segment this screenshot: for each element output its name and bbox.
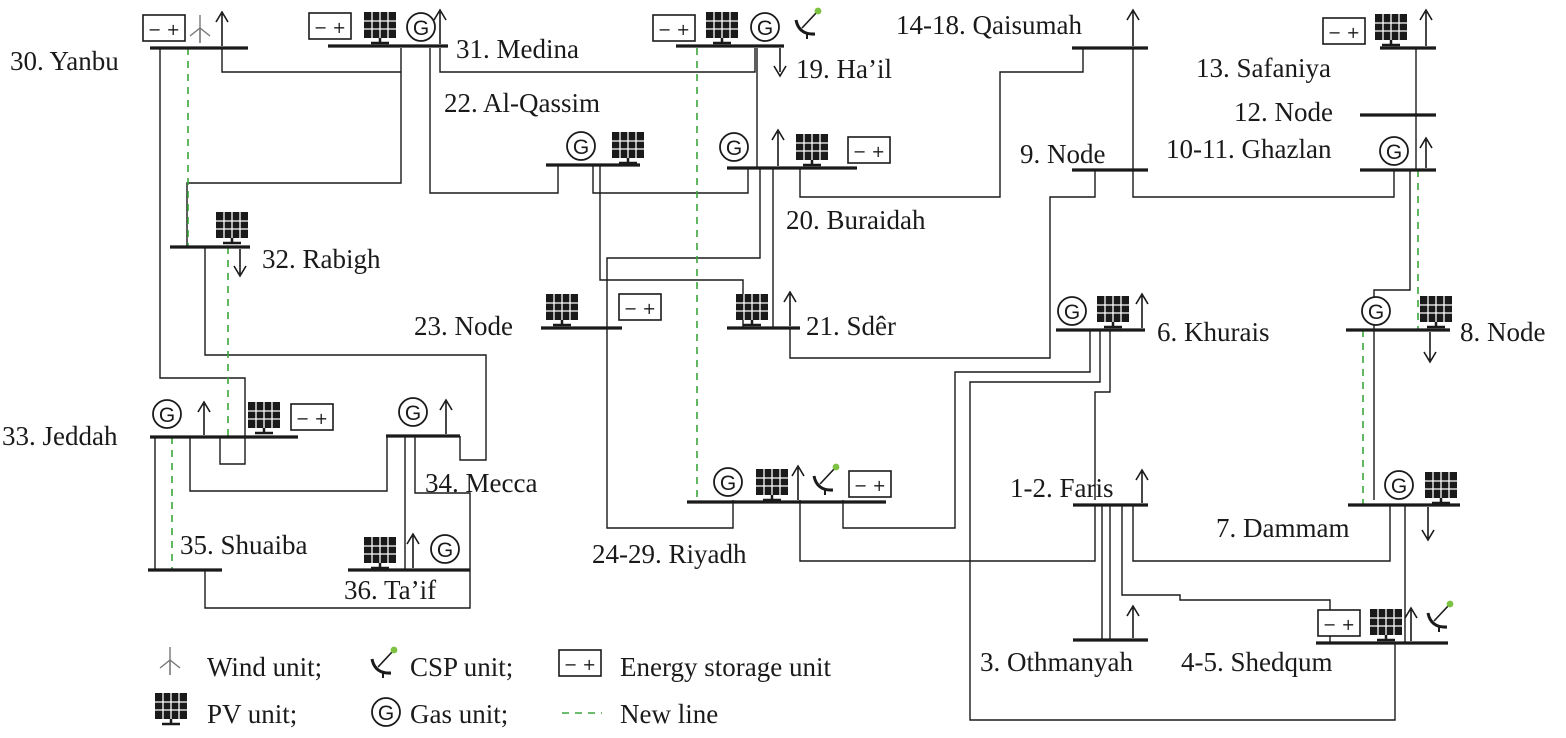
- pv-icon: [362, 10, 398, 45]
- bus-label-node-12: 12. Node: [1234, 97, 1333, 127]
- gas-icon: G: [405, 402, 421, 425]
- storage-icon: − +: [1328, 23, 1360, 42]
- bus-label-dammam: 7. Dammam: [1216, 513, 1349, 543]
- legend-csp-label: CSP unit;: [410, 652, 513, 682]
- gas-icon: G: [573, 136, 589, 159]
- pv-icon: [610, 130, 646, 165]
- bus-label-jeddah: 33. Jeddah: [2, 421, 118, 451]
- pv-icon: [1368, 607, 1404, 642]
- legend-pv-label: PV unit;: [207, 699, 297, 729]
- wind-icon: [189, 14, 211, 44]
- bus-label-othmanyah: 3. Othmanyah: [980, 647, 1133, 677]
- storage-icon: − +: [1323, 615, 1355, 634]
- pv-icon: [704, 10, 740, 45]
- pv-icon: [544, 292, 580, 327]
- gas-icon: G: [437, 539, 453, 562]
- pv-icon: [1095, 294, 1131, 329]
- bus-label-hail: 19. Ha’il: [796, 54, 892, 84]
- new-lines: [171, 48, 1419, 570]
- pv-icon: [1418, 294, 1454, 329]
- bus-label-ghazlan: 10-11. Ghazlan: [1166, 134, 1332, 164]
- bus-bars: [148, 44, 1460, 645]
- storage-icon: − +: [624, 299, 656, 318]
- bus-label-rabigh: 32. Rabigh: [262, 244, 381, 274]
- generation-units: − + − + G − + G G G − + − + − + G G G: [142, 6, 1459, 642]
- csp-icon: [794, 6, 823, 41]
- bus-label-qaisumah: 14-18. Qaisumah: [896, 10, 1082, 40]
- gas-icon: G: [1386, 141, 1402, 164]
- bus-label-sder: 21. Sdêr: [806, 311, 896, 341]
- pv-icon: [362, 535, 398, 570]
- bus-label-faris: 1-2. Faris: [1010, 473, 1114, 503]
- storage-icon: − +: [314, 18, 346, 37]
- bus-label-node-9: 9. Node: [1020, 139, 1105, 169]
- bus-label-medina: 31. Medina: [456, 34, 579, 64]
- bus-label-node-8: 8. Node: [1460, 317, 1545, 347]
- bus-label-al-qassim: 22. Al-Qassim: [444, 88, 600, 118]
- bus-label-yanbu: 30. Yanbu: [10, 46, 119, 76]
- bus-label-taif: 36. Ta’if: [344, 575, 436, 605]
- wind-icon: [159, 646, 181, 676]
- storage-icon: − +: [853, 142, 885, 161]
- pv-icon: [246, 400, 282, 435]
- gas-icon: G: [726, 137, 742, 160]
- gas-icon: G: [413, 17, 429, 40]
- gas-icon: G: [378, 702, 394, 725]
- legend: Wind unit; CSP unit; − + Energy storage …: [153, 645, 831, 729]
- pv-icon: [1423, 470, 1459, 505]
- load-arrows: [197, 8, 1437, 641]
- transmission-lines: [154, 48, 1417, 721]
- bus-label-mecca: 34. Mecca: [425, 468, 537, 498]
- pv-icon: [794, 132, 830, 167]
- pv-icon: [754, 467, 790, 502]
- legend-storage-label: Energy storage unit: [620, 652, 831, 682]
- gas-icon: G: [720, 472, 736, 495]
- storage-icon: − +: [854, 476, 886, 495]
- csp-icon: [1426, 599, 1455, 634]
- pv-icon: [153, 691, 189, 726]
- storage-icon: − +: [148, 20, 180, 39]
- gas-icon: G: [1391, 475, 1407, 498]
- storage-icon: − +: [658, 20, 690, 39]
- bus-label-khurais: 6. Khurais: [1157, 317, 1269, 347]
- legend-new-line-label: New line: [620, 699, 718, 729]
- bus-label-safaniya: 13. Safaniya: [1196, 53, 1331, 83]
- pv-icon: [734, 292, 770, 327]
- pv-icon: [1373, 12, 1409, 47]
- legend-gas-label: Gas unit;: [410, 699, 508, 729]
- csp-icon: [812, 462, 841, 497]
- csp-icon: [370, 645, 399, 680]
- bus-labels: 30. Yanbu 31. Medina 19. Ha’il 22. Al-Qa…: [2, 10, 1545, 677]
- bus-label-shuaiba: 35. Shuaiba: [180, 530, 308, 560]
- bus-label-shedqum: 4-5. Shedqum: [1181, 647, 1333, 677]
- gas-icon: G: [1368, 301, 1384, 324]
- bus-label-node-23: 23. Node: [414, 311, 513, 341]
- bus-label-riyadh: 24-29. Riyadh: [592, 539, 747, 569]
- storage-icon: − +: [296, 409, 328, 428]
- gas-icon: G: [1064, 301, 1080, 324]
- legend-wind-label: Wind unit;: [207, 652, 322, 682]
- storage-icon: − +: [564, 655, 596, 674]
- gas-icon: G: [159, 404, 175, 427]
- gas-icon: G: [757, 17, 773, 40]
- bus-label-buraidah: 20. Buraidah: [786, 205, 926, 235]
- pv-icon: [214, 210, 250, 245]
